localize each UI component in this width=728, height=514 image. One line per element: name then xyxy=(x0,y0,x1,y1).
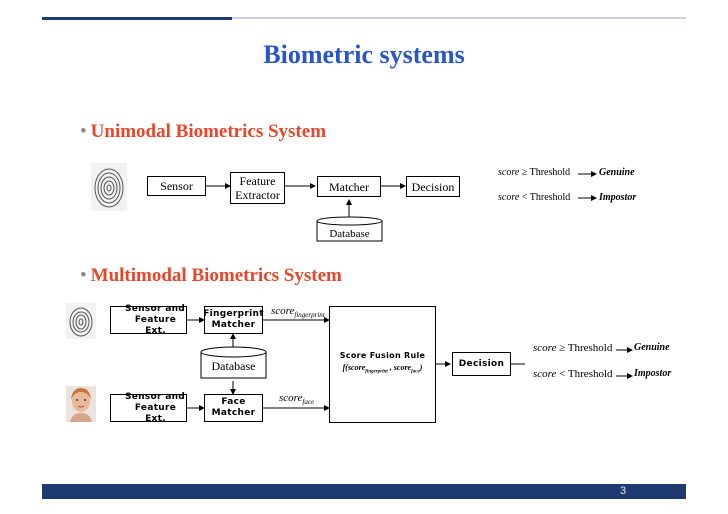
result-impostor-multimodal: Impostor xyxy=(634,368,671,379)
sensor-feature-box-fingerprint: Sensor and Feature Ext. xyxy=(110,303,187,336)
score-face-label: scoreface xyxy=(279,392,314,406)
sensor-fp-line2: Feature Ext. xyxy=(134,314,177,336)
decision-box: Decision xyxy=(406,176,460,197)
score-face-base: score xyxy=(279,392,303,404)
sensor-label: Sensor xyxy=(160,179,193,193)
score-text: score xyxy=(498,192,520,203)
decision-label-multimodal: Decision xyxy=(458,358,505,369)
threshold-text: ≥ Threshold xyxy=(521,167,571,178)
multimodal-heading: •Multimodal Biometrics System xyxy=(80,265,342,287)
fp-matcher-line1: Fingerprint xyxy=(203,309,264,319)
result-genuine-multimodal: Genuine xyxy=(634,342,670,353)
face-matcher-line2: Matcher xyxy=(211,408,256,418)
formula-sep: , xyxy=(387,363,394,373)
sensor-face-line1: Sensor and xyxy=(125,391,186,402)
formula-sub1: fingerprint xyxy=(365,369,388,375)
feature-extractor-line2: Extractor xyxy=(235,188,280,202)
rule-impostor-multimodal: score < Threshold xyxy=(533,368,613,380)
threshold-text: ≥ Threshold xyxy=(559,342,613,354)
score-text: score xyxy=(498,167,520,178)
result-impostor-unimodal: Impostor xyxy=(599,192,636,203)
header-bar xyxy=(42,17,232,20)
database-cylinder-unimodal xyxy=(316,216,383,242)
score-fp-base: score xyxy=(271,305,295,317)
threshold-text: < Threshold xyxy=(521,192,571,203)
multimodal-heading-text: Multimodal Biometrics System xyxy=(90,265,342,286)
slide-title: Biometric systems xyxy=(263,40,465,69)
score-fingerprint-label: scorefingerprint xyxy=(271,305,325,319)
decision-label: Decision xyxy=(411,179,455,194)
fingerprint-icon xyxy=(91,163,127,211)
fusion-formula: f(scorefingerprint , scoreface) xyxy=(343,362,423,379)
unimodal-heading-text: Unimodal Biometrics System xyxy=(90,121,327,142)
score-fusion-box: Score Fusion Rule f(scorefingerprint , s… xyxy=(329,306,436,423)
rule-impostor-unimodal: score < Threshold xyxy=(498,192,570,203)
sensor-face-line2: Feature Ext. xyxy=(134,402,177,424)
fusion-title: Score Fusion Rule xyxy=(339,351,426,361)
genuine-text: Genuine xyxy=(599,167,635,178)
impostor-text: Impostor xyxy=(634,368,672,379)
sensor-fp-line1: Sensor and xyxy=(125,303,186,314)
feature-extractor-box: Feature Extractor xyxy=(230,172,285,204)
face-matcher-box: Face Matcher xyxy=(204,394,263,422)
fp-matcher-line2: Matcher xyxy=(211,320,256,330)
score-fp-sub: fingerprint xyxy=(294,311,325,320)
formula-f: f( xyxy=(342,363,348,373)
impostor-text: Impostor xyxy=(599,192,637,203)
unimodal-heading: •Unimodal Biometrics System xyxy=(80,121,326,143)
header-line xyxy=(232,17,686,19)
face-matcher-line1: Face xyxy=(221,397,246,407)
decision-box-multimodal: Decision xyxy=(452,352,511,376)
bullet-dot: • xyxy=(80,121,87,142)
page-number: 3 xyxy=(620,485,627,497)
formula-end: ) xyxy=(419,363,423,373)
database-cylinder-multimodal xyxy=(200,346,267,379)
formula-score2: score xyxy=(393,363,412,373)
result-genuine-unimodal: Genuine xyxy=(599,167,635,178)
score-text: score xyxy=(533,342,557,354)
matcher-box: Matcher xyxy=(317,176,381,197)
face-photo-icon xyxy=(66,386,96,422)
genuine-text: Genuine xyxy=(634,342,670,353)
formula-score1: score xyxy=(347,363,366,373)
formula-sub2: face xyxy=(411,369,420,375)
fingerprint-matcher-box: Fingerprint Matcher xyxy=(203,306,264,334)
bullet-dot: • xyxy=(80,265,87,286)
score-face-sub: face xyxy=(302,398,315,407)
sensor-feature-box-face: Sensor and Feature Ext. xyxy=(110,391,187,424)
sensor-box: Sensor xyxy=(147,176,206,196)
fingerprint-icon xyxy=(66,303,96,339)
threshold-text: < Threshold xyxy=(559,368,613,380)
score-text: score xyxy=(533,368,557,380)
database-label-unimodal: Database xyxy=(329,228,370,240)
matcher-label: Matcher xyxy=(329,179,369,194)
feature-extractor-line1: Feature xyxy=(239,174,276,188)
footer-bar xyxy=(42,484,686,499)
rule-genuine-unimodal: score ≥ Threshold xyxy=(498,167,570,178)
rule-genuine-multimodal: score ≥ Threshold xyxy=(533,342,612,354)
database-label-multimodal: Database xyxy=(211,359,256,373)
